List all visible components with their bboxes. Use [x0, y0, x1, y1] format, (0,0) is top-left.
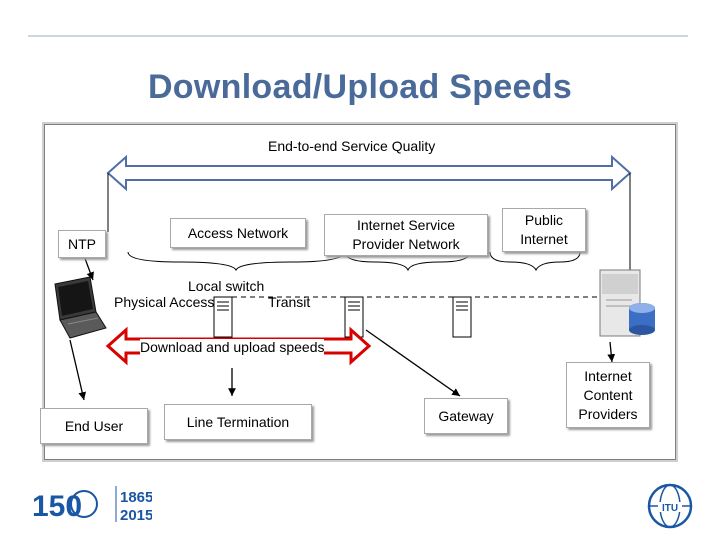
itu-150-anniversary-logo: 150 1865 2015 [32, 482, 153, 526]
ntp-box: NTP [58, 230, 106, 258]
access-network-brace [127, 251, 345, 272]
isp-network-box: Internet Service Provider Network [324, 214, 488, 256]
physical-access-label: Physical Access [114, 294, 215, 310]
end-user-connector [69, 339, 87, 401]
gateway-box: Gateway [424, 398, 508, 434]
gateway-connector [365, 329, 461, 397]
gateway-server-icon [452, 296, 472, 338]
end-to-end-arrow [106, 154, 632, 192]
local-switch-label: Local switch [188, 278, 265, 294]
local-switch-server-icon [213, 296, 233, 338]
top-rule [28, 35, 688, 37]
itu-emblem-logo: ITU [646, 482, 694, 535]
isp-brace [344, 251, 471, 272]
years-top: 1865 [120, 489, 152, 506]
slide-title: Download/Upload Speeds [147, 68, 573, 106]
years-bottom: 2015 [120, 507, 152, 524]
content-provider-connector [607, 341, 616, 363]
transit-label: Transit [268, 294, 311, 310]
end-to-end-label: End-to-end Service Quality [268, 138, 436, 154]
content-providers-box: Internet Content Providers [566, 362, 650, 428]
laptop-icon [54, 276, 107, 339]
access-network-box: Access Network [170, 218, 306, 248]
end-user-box: End User [40, 408, 148, 444]
public-internet-brace [489, 251, 581, 272]
itu-text: ITU [662, 503, 678, 514]
content-server-icon [599, 269, 655, 337]
line-termination-box: Line Termination [164, 404, 312, 440]
download-upload-label: Download and upload speeds [140, 339, 325, 355]
public-internet-box: Public Internet [502, 208, 586, 252]
